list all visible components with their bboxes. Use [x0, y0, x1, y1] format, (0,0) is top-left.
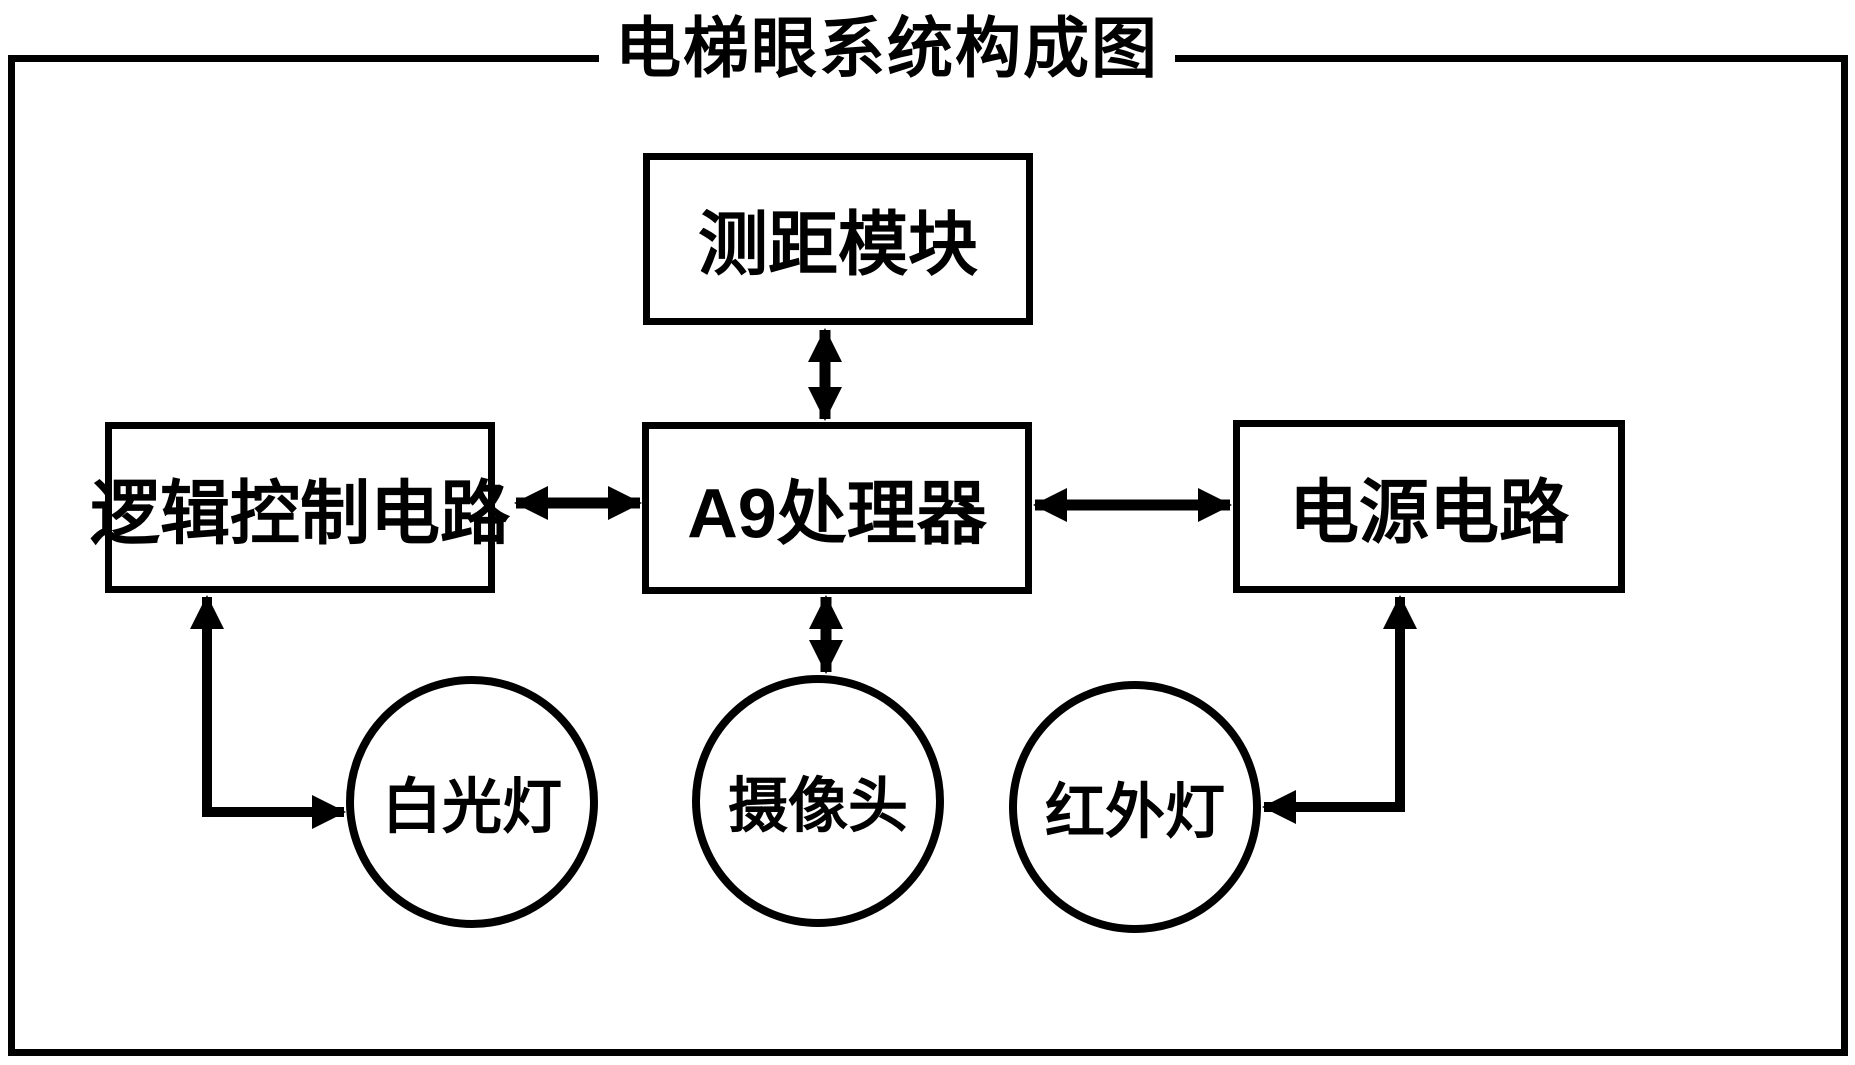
- node-infrared-lamp: 红外灯: [1009, 681, 1261, 933]
- node-logic-control: 逻辑控制电路: [90, 422, 510, 593]
- node-power-circuit: 电源电路: [1233, 420, 1625, 593]
- node-camera: 摄像头: [692, 675, 944, 927]
- node-white-light-lamp-label: 白光灯: [382, 773, 562, 841]
- node-a9-processor: A9处理器: [642, 422, 1032, 594]
- node-power-circuit-label: 电源电路: [1289, 473, 1569, 551]
- node-logic-control-label: 逻辑控制电路: [90, 474, 510, 552]
- node-white-light-lamp: 白光灯: [346, 676, 598, 928]
- diagram-title: 电梯眼系统构成图: [599, 0, 1175, 92]
- node-a9-processor-label: A9处理器: [687, 474, 987, 553]
- node-camera-label: 摄像头: [728, 772, 908, 840]
- node-infrared-lamp-label: 红外灯: [1045, 778, 1225, 846]
- node-ranging-module: 测距模块: [643, 153, 1033, 325]
- node-ranging-module-label: 测距模块: [698, 205, 978, 284]
